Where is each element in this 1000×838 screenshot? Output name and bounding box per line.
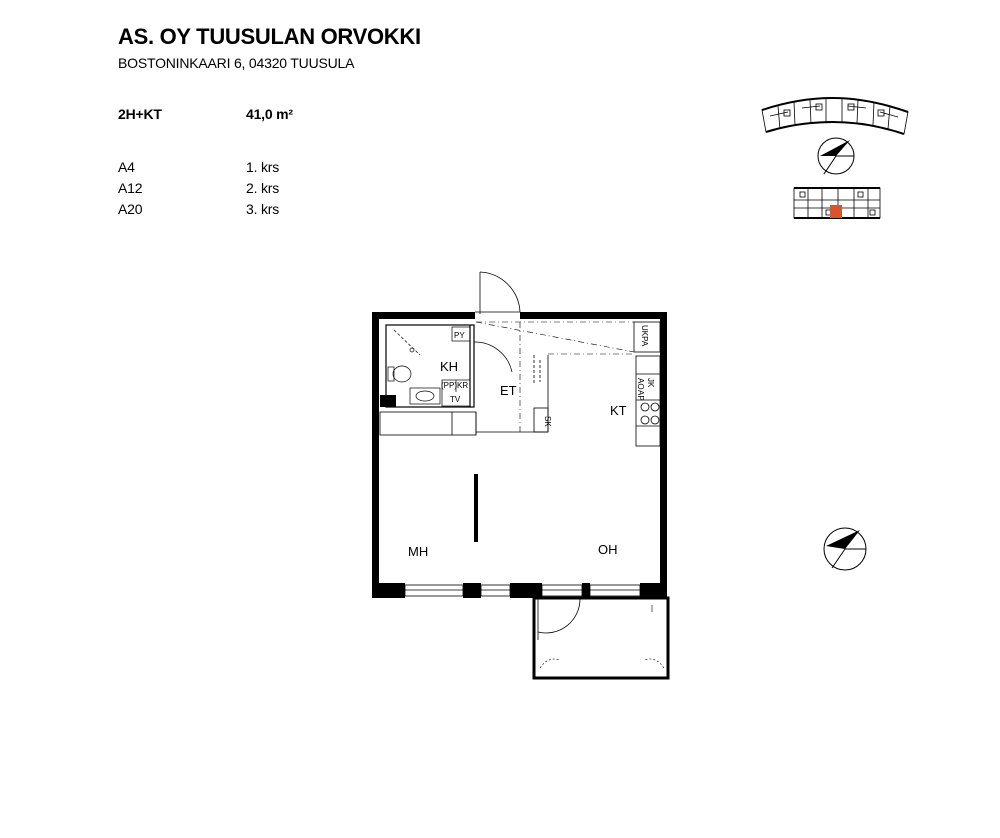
floor-plan: KH ET KT MH OH PY (PP)KR TV SK UKPA AO J… [372,271,670,680]
fixture-label-jk: JK [646,378,655,388]
north-arrow-icon [817,137,855,175]
room-label-kh: KH [440,359,458,374]
fixture-label-sk: SK [543,416,552,427]
building-title: AS. OY TUUSULAN ORVOKKI [118,24,421,49]
floor-key-plan [793,187,881,219]
fixture-label-ap: AP [636,390,645,401]
room-label-oh: OH [598,542,618,557]
site-key-plan [761,96,909,175]
room-label-mh: MH [408,544,428,559]
room-label-kt: KT [610,403,627,418]
building-address: BOSTONINKAARI 6, 04320 TUUSULA [118,55,355,71]
fixture-label-ukpa: UKPA [640,325,649,347]
apartment-type: 2H+KT [118,106,162,122]
room-label-et: ET [500,383,517,398]
unit-floor: 1. krs [246,159,280,175]
apartment-area: 41,0 m² [246,106,293,122]
unit-id: A20 [118,201,143,217]
fixture-label-py: PY [454,331,465,340]
fixture-label-tv: TV [450,395,461,404]
entry-door [475,271,521,314]
highlighted-unit [830,205,842,218]
unit-floor: 2. krs [246,180,280,196]
unit-id: A4 [118,159,135,175]
fixture-label-ao: AO [636,378,645,390]
unit-id: A12 [118,180,143,196]
fixture-label-pp-kr: (PP)KR [441,381,468,390]
unit-floor: 3. krs [246,201,280,217]
north-arrow-icon [823,527,867,571]
